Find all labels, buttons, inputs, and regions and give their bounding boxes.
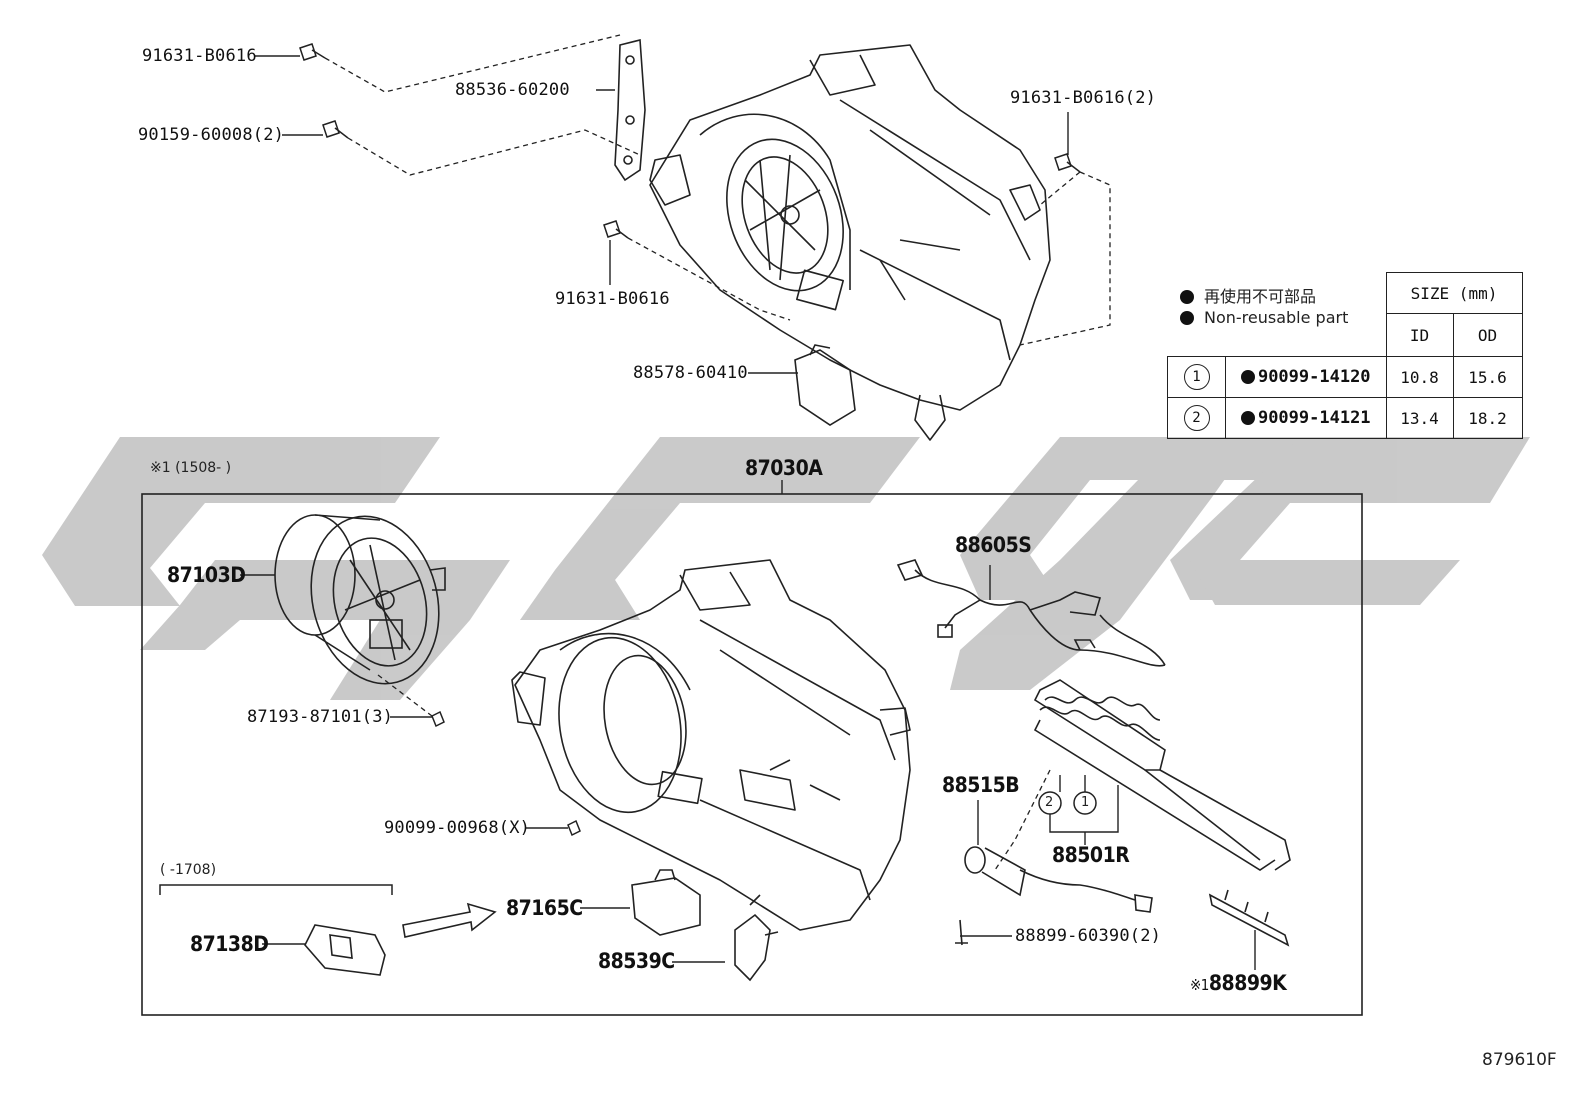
label-87030a[interactable]: 87030A: [745, 456, 823, 480]
diagram-id: 879610F: [1482, 1050, 1557, 1070]
label-88536-60200[interactable]: 88536-60200: [455, 80, 570, 100]
blower-motor-87103d: [274, 514, 446, 685]
size-table: SIZE (mm) ID OD 1 90099-14120 10.8 15.6 …: [1167, 272, 1523, 439]
lower-heater-unit: [511, 559, 911, 931]
assembly-frame: [141, 493, 1363, 1016]
filled-dot-icon: [1180, 290, 1194, 304]
table-row: 2 90099-14121 13.4 18.2: [1167, 397, 1523, 439]
sensor-88515b: [955, 846, 1153, 946]
mark-circles: [1038, 791, 1097, 815]
filled-dot-icon: [1180, 311, 1194, 325]
label-87193-87101[interactable]: 87193-87101(3): [247, 707, 394, 727]
dashed-connectors: [324, 34, 1111, 871]
replacement-arrow: [402, 902, 497, 938]
part-88899k: [1208, 889, 1290, 947]
part-90099-14120[interactable]: 90099-14120: [1257, 367, 1371, 387]
part-90099-14121[interactable]: 90099-14121: [1257, 408, 1371, 428]
label-88539c[interactable]: 88539C: [598, 949, 675, 973]
label-87103d[interactable]: 87103D: [167, 563, 246, 587]
table-row: 1 90099-14120 10.8 15.6: [1167, 356, 1523, 398]
size-table-header: SIZE (mm): [1385, 272, 1523, 314]
mark-2-label: 2: [1045, 795, 1054, 810]
actuator-88578: [794, 344, 856, 426]
col-id: ID: [1385, 313, 1454, 357]
label-88501r[interactable]: 88501R: [1052, 843, 1130, 867]
leader-lines: [240, 55, 1256, 970]
label-91631-b0616-2[interactable]: 91631-B0616(2): [1010, 88, 1157, 108]
label-91631-b0616-top[interactable]: 91631-B0616: [142, 46, 257, 66]
legend-non-reusable-jp: 再使用不可部品: [1180, 283, 1316, 307]
legend-non-reusable-en: Non-reusable part: [1180, 308, 1348, 327]
note-marker: ※1: [1190, 976, 1209, 994]
row1-id: 10.8: [1385, 356, 1454, 398]
label-88605s[interactable]: 88605S: [955, 533, 1032, 557]
bracket-88536: [614, 38, 646, 182]
label-91631-b0616-mid[interactable]: 91631-B0616: [555, 289, 670, 309]
assembly-note: ※1 (1508- ): [150, 460, 232, 476]
evaporator-88501r: [1033, 679, 1291, 871]
label-87165c[interactable]: 87165C: [506, 896, 583, 920]
mark-1-label: 1: [1081, 795, 1090, 810]
period-note: ( -1708): [160, 862, 217, 878]
label-88899k-number[interactable]: 88899K: [1208, 971, 1287, 995]
filled-dot-icon: [1240, 411, 1255, 425]
label-88899-60390[interactable]: 88899-60390(2): [1015, 926, 1162, 946]
period-bracket: [159, 884, 393, 895]
label-88515b[interactable]: 88515B: [942, 773, 1020, 797]
label-90099-00968[interactable]: 90099-00968(X): [384, 818, 531, 838]
row2-id: 13.4: [1385, 397, 1454, 439]
actuator-87165c: [631, 869, 701, 936]
label-90159-60008[interactable]: 90159-60008(2): [138, 125, 285, 145]
fitting-88539c: [734, 894, 779, 982]
mark-1: 1: [1183, 364, 1210, 390]
label-87138d[interactable]: 87138D: [190, 932, 269, 956]
col-od: OD: [1452, 313, 1523, 357]
filled-dot-icon: [1240, 370, 1255, 384]
harness-88605s: [896, 559, 1166, 667]
mark-2: 2: [1183, 405, 1210, 431]
label-88899k[interactable]: ※188899K: [1190, 971, 1287, 995]
bolt-icons: [299, 43, 1081, 837]
row2-od: 18.2: [1452, 397, 1523, 439]
resistor-87138d: [304, 924, 386, 976]
label-88578-60410[interactable]: 88578-60410: [633, 363, 748, 383]
upper-blower-unit: [649, 44, 1051, 441]
row1-od: 15.6: [1452, 356, 1523, 398]
